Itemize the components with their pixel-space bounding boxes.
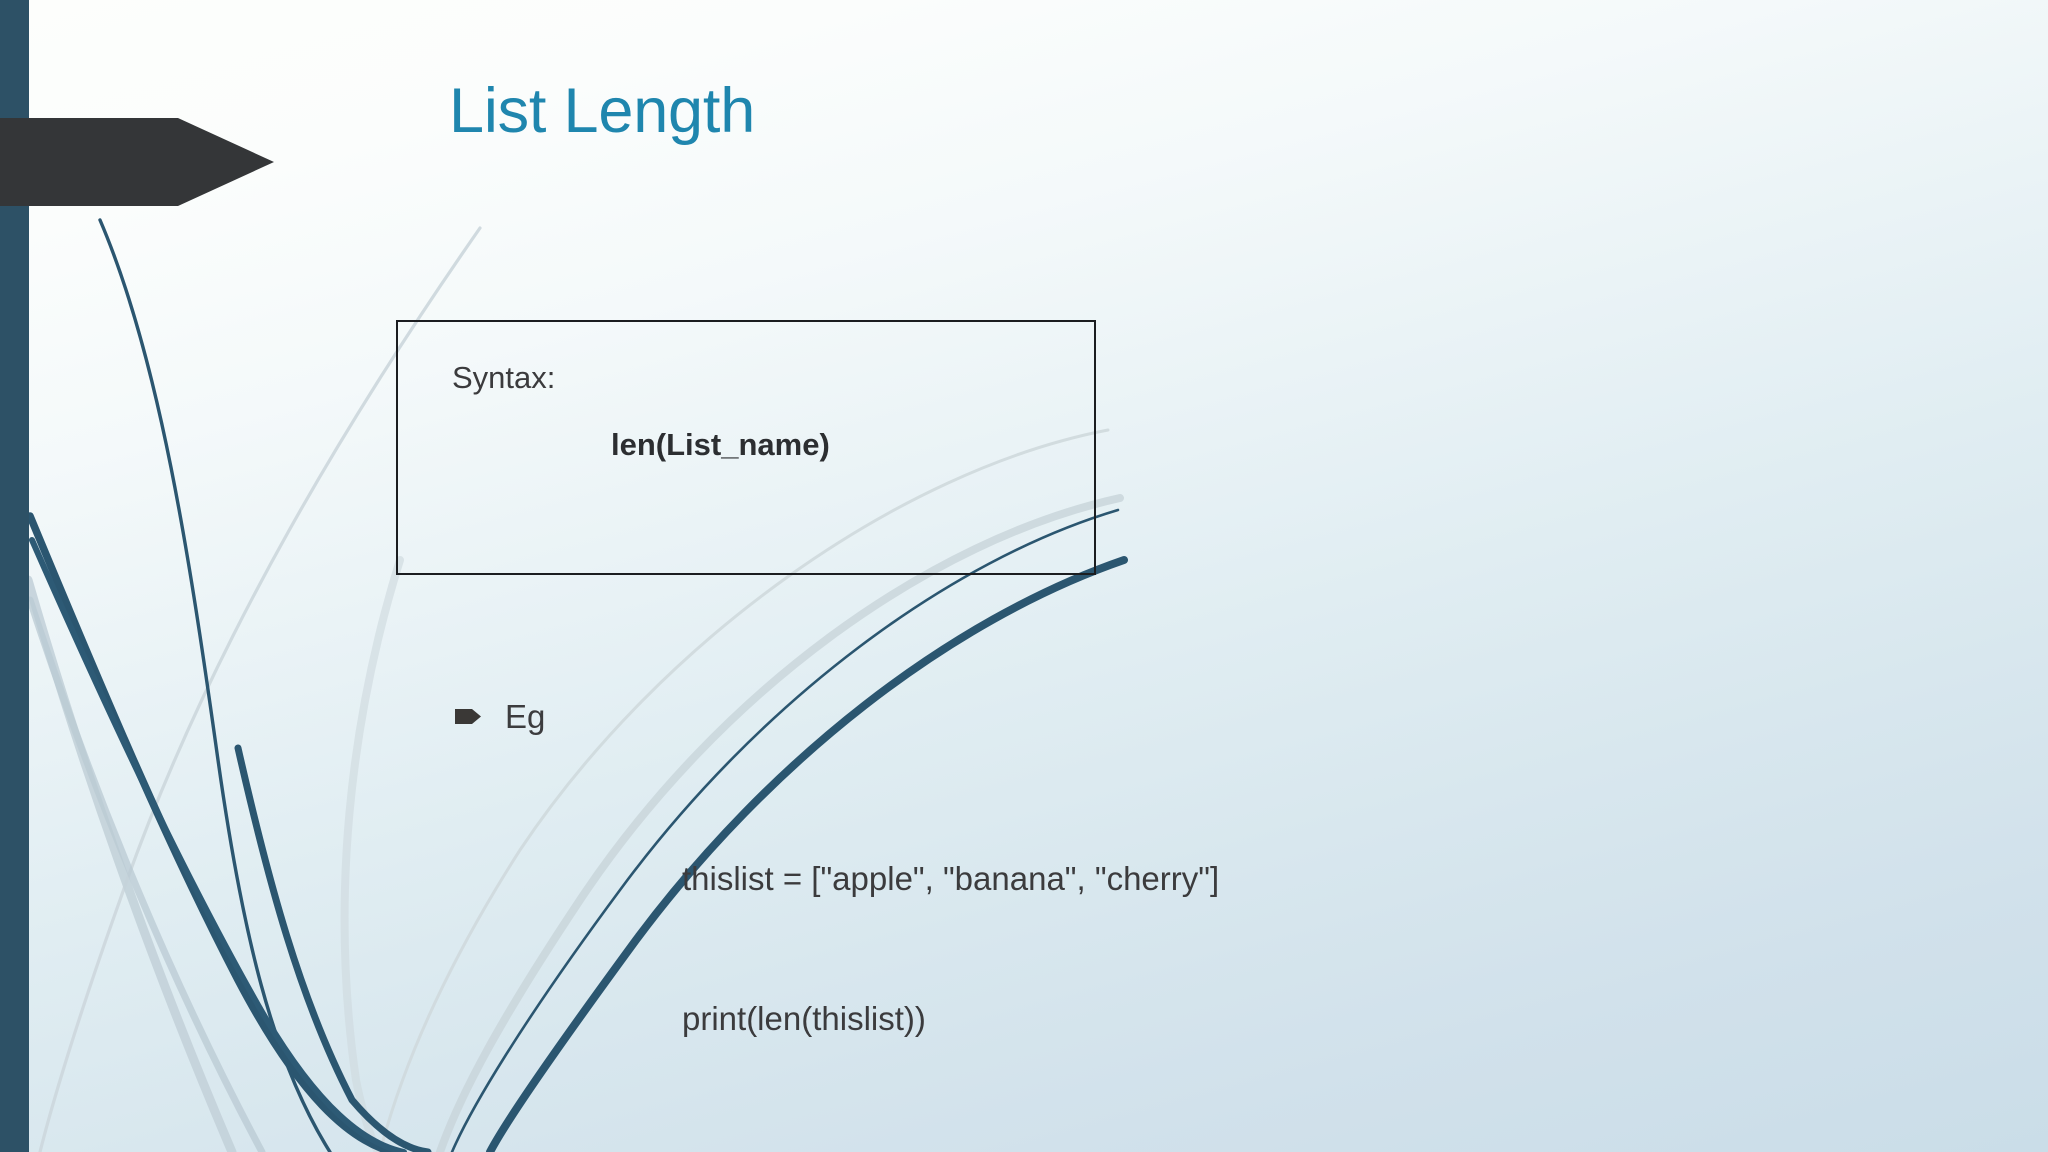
example-code-block: thislist = ["apple", "banana", "cherry"]… <box>682 762 1219 1137</box>
syntax-code: len(List_name) <box>611 427 830 462</box>
code-line: thislist = ["apple", "banana", "cherry"] <box>682 859 1220 897</box>
arrow-bullet-icon <box>455 709 481 724</box>
syntax-label: Syntax: <box>452 360 556 395</box>
example-bullet-row: Eg <box>455 700 545 733</box>
arrow-banner-shape <box>0 118 274 206</box>
code-line: print(len(thislist)) <box>682 1000 926 1038</box>
example-label: Eg <box>505 698 546 735</box>
page-title: List Length <box>449 76 756 146</box>
syntax-box: Syntax: len(List_name) <box>396 320 1096 575</box>
